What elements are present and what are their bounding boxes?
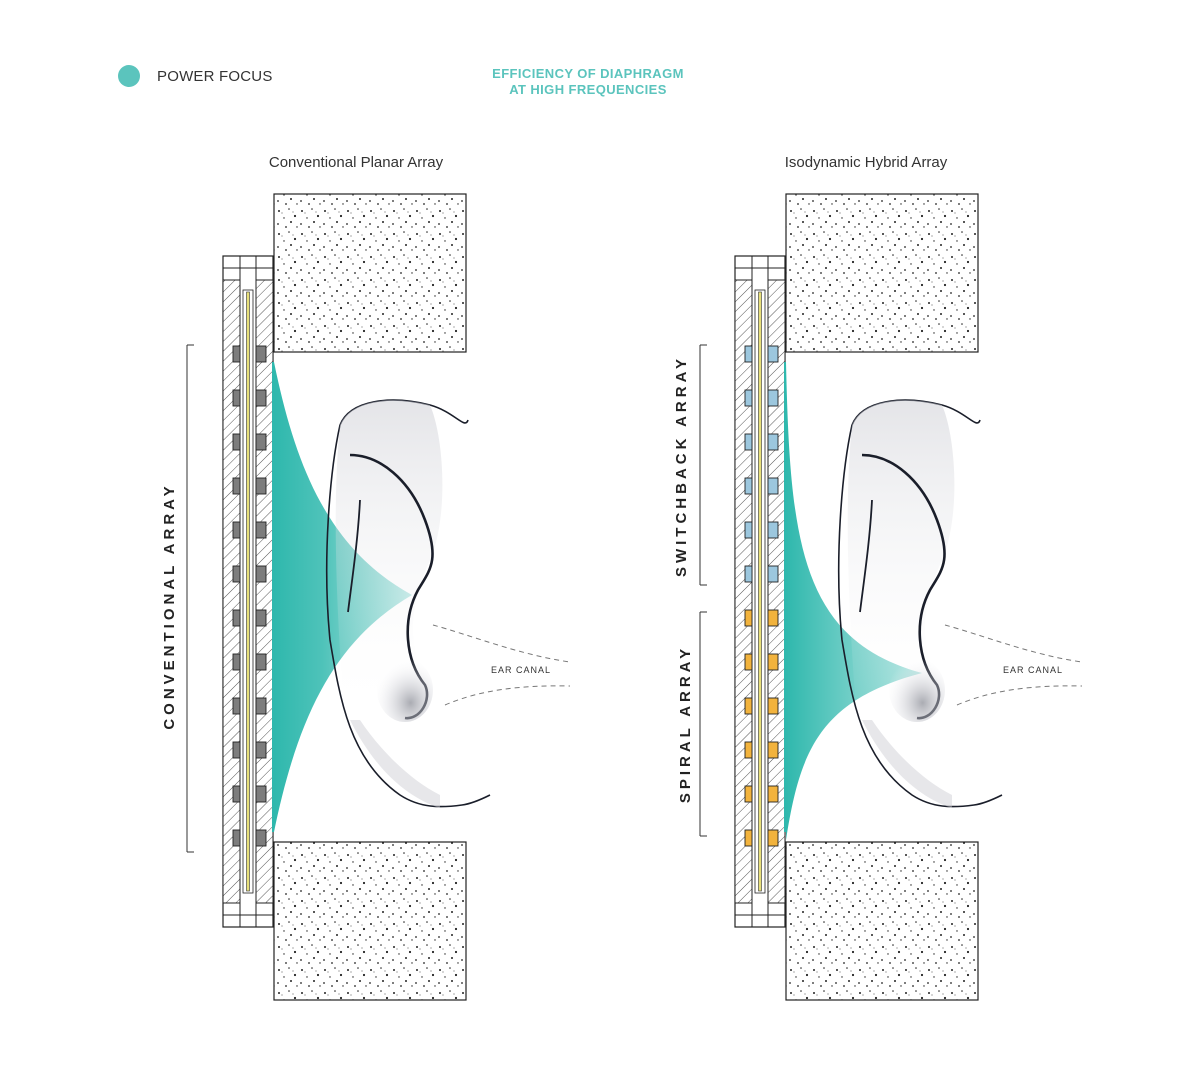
conventional-magnet-outer (232, 433, 241, 451)
hybrid-magnet-outer (744, 741, 753, 759)
conventional-magnet-inner (255, 697, 267, 715)
hybrid-magnet-inner (767, 653, 779, 671)
hybrid-magnet-inner (767, 477, 779, 495)
ear-illustration-hybrid (837, 398, 1084, 810)
switchback-array-label: SWITCHBACK ARRAY (673, 355, 690, 577)
hybrid-magnet-outer (744, 345, 753, 363)
hybrid-magnet-outer (744, 389, 753, 407)
conventional-magnet-outer (232, 829, 241, 847)
diagram-title: EFFICIENCY OF DIAPHRAGM AT HIGH FREQUENC… (438, 66, 738, 98)
conventional-magnet-inner (255, 521, 267, 539)
hybrid-magnet-inner (767, 433, 779, 451)
hybrid-magnet-outer (744, 477, 753, 495)
hybrid-magnet-outer (744, 521, 753, 539)
conventional-magnet-outer (232, 741, 241, 759)
hybrid-magnet-inner (767, 521, 779, 539)
conventional-array-label: CONVENTIONAL ARRAY (161, 482, 178, 729)
spiral-array-label: SPIRAL ARRAY (677, 645, 694, 803)
hybrid-magnet-inner (767, 785, 779, 803)
conventional-magnet-inner (255, 785, 267, 803)
power-focus-beam-hybrid (786, 362, 922, 840)
hybrid-magnet-outer (744, 785, 753, 803)
conventional-magnet-outer (232, 521, 241, 539)
hybrid-magnet-outer (744, 565, 753, 583)
ear-illustration-conventional (325, 398, 572, 810)
panel-title-conventional: Conventional Planar Array (268, 154, 444, 171)
ear-canal-label: EAR CANAL (491, 665, 551, 675)
hybrid-magnet-inner (767, 609, 779, 627)
magnet-array-conventional (232, 345, 267, 847)
conventional-panel: CONVENTIONAL ARRAY EAR CANAL (161, 193, 572, 1001)
conventional-magnet-inner (255, 345, 267, 363)
hybrid-magnet-inner (767, 389, 779, 407)
panel-title-hybrid: Isodynamic Hybrid Array (784, 154, 948, 171)
power-focus-swatch (118, 65, 140, 87)
conventional-magnet-outer (232, 609, 241, 627)
legend: POWER FOCUS (118, 64, 273, 88)
conventional-magnet-outer (232, 345, 241, 363)
hybrid-magnet-outer (744, 433, 753, 451)
magnet-array-hybrid (744, 345, 779, 847)
hybrid-magnet-inner (767, 741, 779, 759)
conventional-magnet-outer (232, 785, 241, 803)
hybrid-magnet-inner (767, 697, 779, 715)
hybrid-magnet-outer (744, 653, 753, 671)
hybrid-magnet-outer (744, 697, 753, 715)
conventional-magnet-inner (255, 389, 267, 407)
title-line-2: AT HIGH FREQUENCIES (509, 82, 667, 97)
conventional-magnet-inner (255, 653, 267, 671)
hybrid-magnet-inner (767, 829, 779, 847)
hybrid-magnet-outer (744, 829, 753, 847)
conventional-magnet-inner (255, 609, 267, 627)
hybrid-magnet-inner (767, 345, 779, 363)
conventional-magnet-outer (232, 477, 241, 495)
conventional-magnet-inner (255, 741, 267, 759)
conventional-magnet-outer (232, 565, 241, 583)
conventional-magnet-inner (255, 433, 267, 451)
hybrid-magnet-inner (767, 565, 779, 583)
hybrid-panel: SWITCHBACK ARRAY SPIRAL ARRAY EAR CANAL (673, 193, 1084, 1001)
conventional-magnet-inner (255, 477, 267, 495)
legend-label: POWER FOCUS (157, 67, 273, 85)
conventional-magnet-outer (232, 697, 241, 715)
conventional-magnet-outer (232, 653, 241, 671)
conventional-magnet-outer (232, 389, 241, 407)
hybrid-magnet-outer (744, 609, 753, 627)
title-line-1: EFFICIENCY OF DIAPHRAGM (492, 66, 684, 81)
ear-canal-label: EAR CANAL (1003, 665, 1063, 675)
conventional-magnet-inner (255, 565, 267, 583)
conventional-magnet-inner (255, 829, 267, 847)
